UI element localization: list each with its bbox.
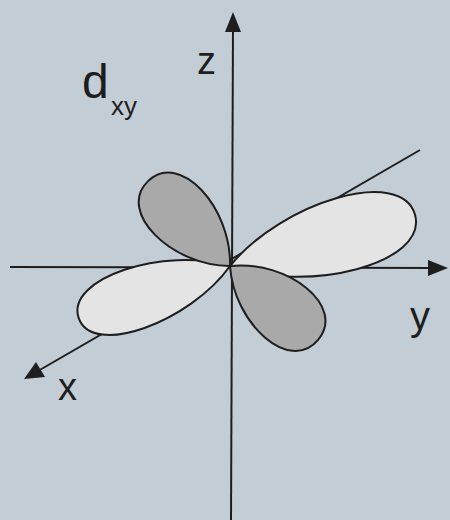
axis-label: y [410, 296, 430, 336]
axis-label: z [197, 42, 216, 80]
orbital-name: d [82, 58, 109, 106]
negative-lobe [209, 241, 339, 364]
y-arrowhead [428, 260, 448, 276]
orbital-subscript: xy [111, 93, 137, 119]
x-arrowhead [24, 362, 45, 379]
z-arrowhead [225, 12, 241, 32]
axis-label: x [58, 368, 77, 406]
